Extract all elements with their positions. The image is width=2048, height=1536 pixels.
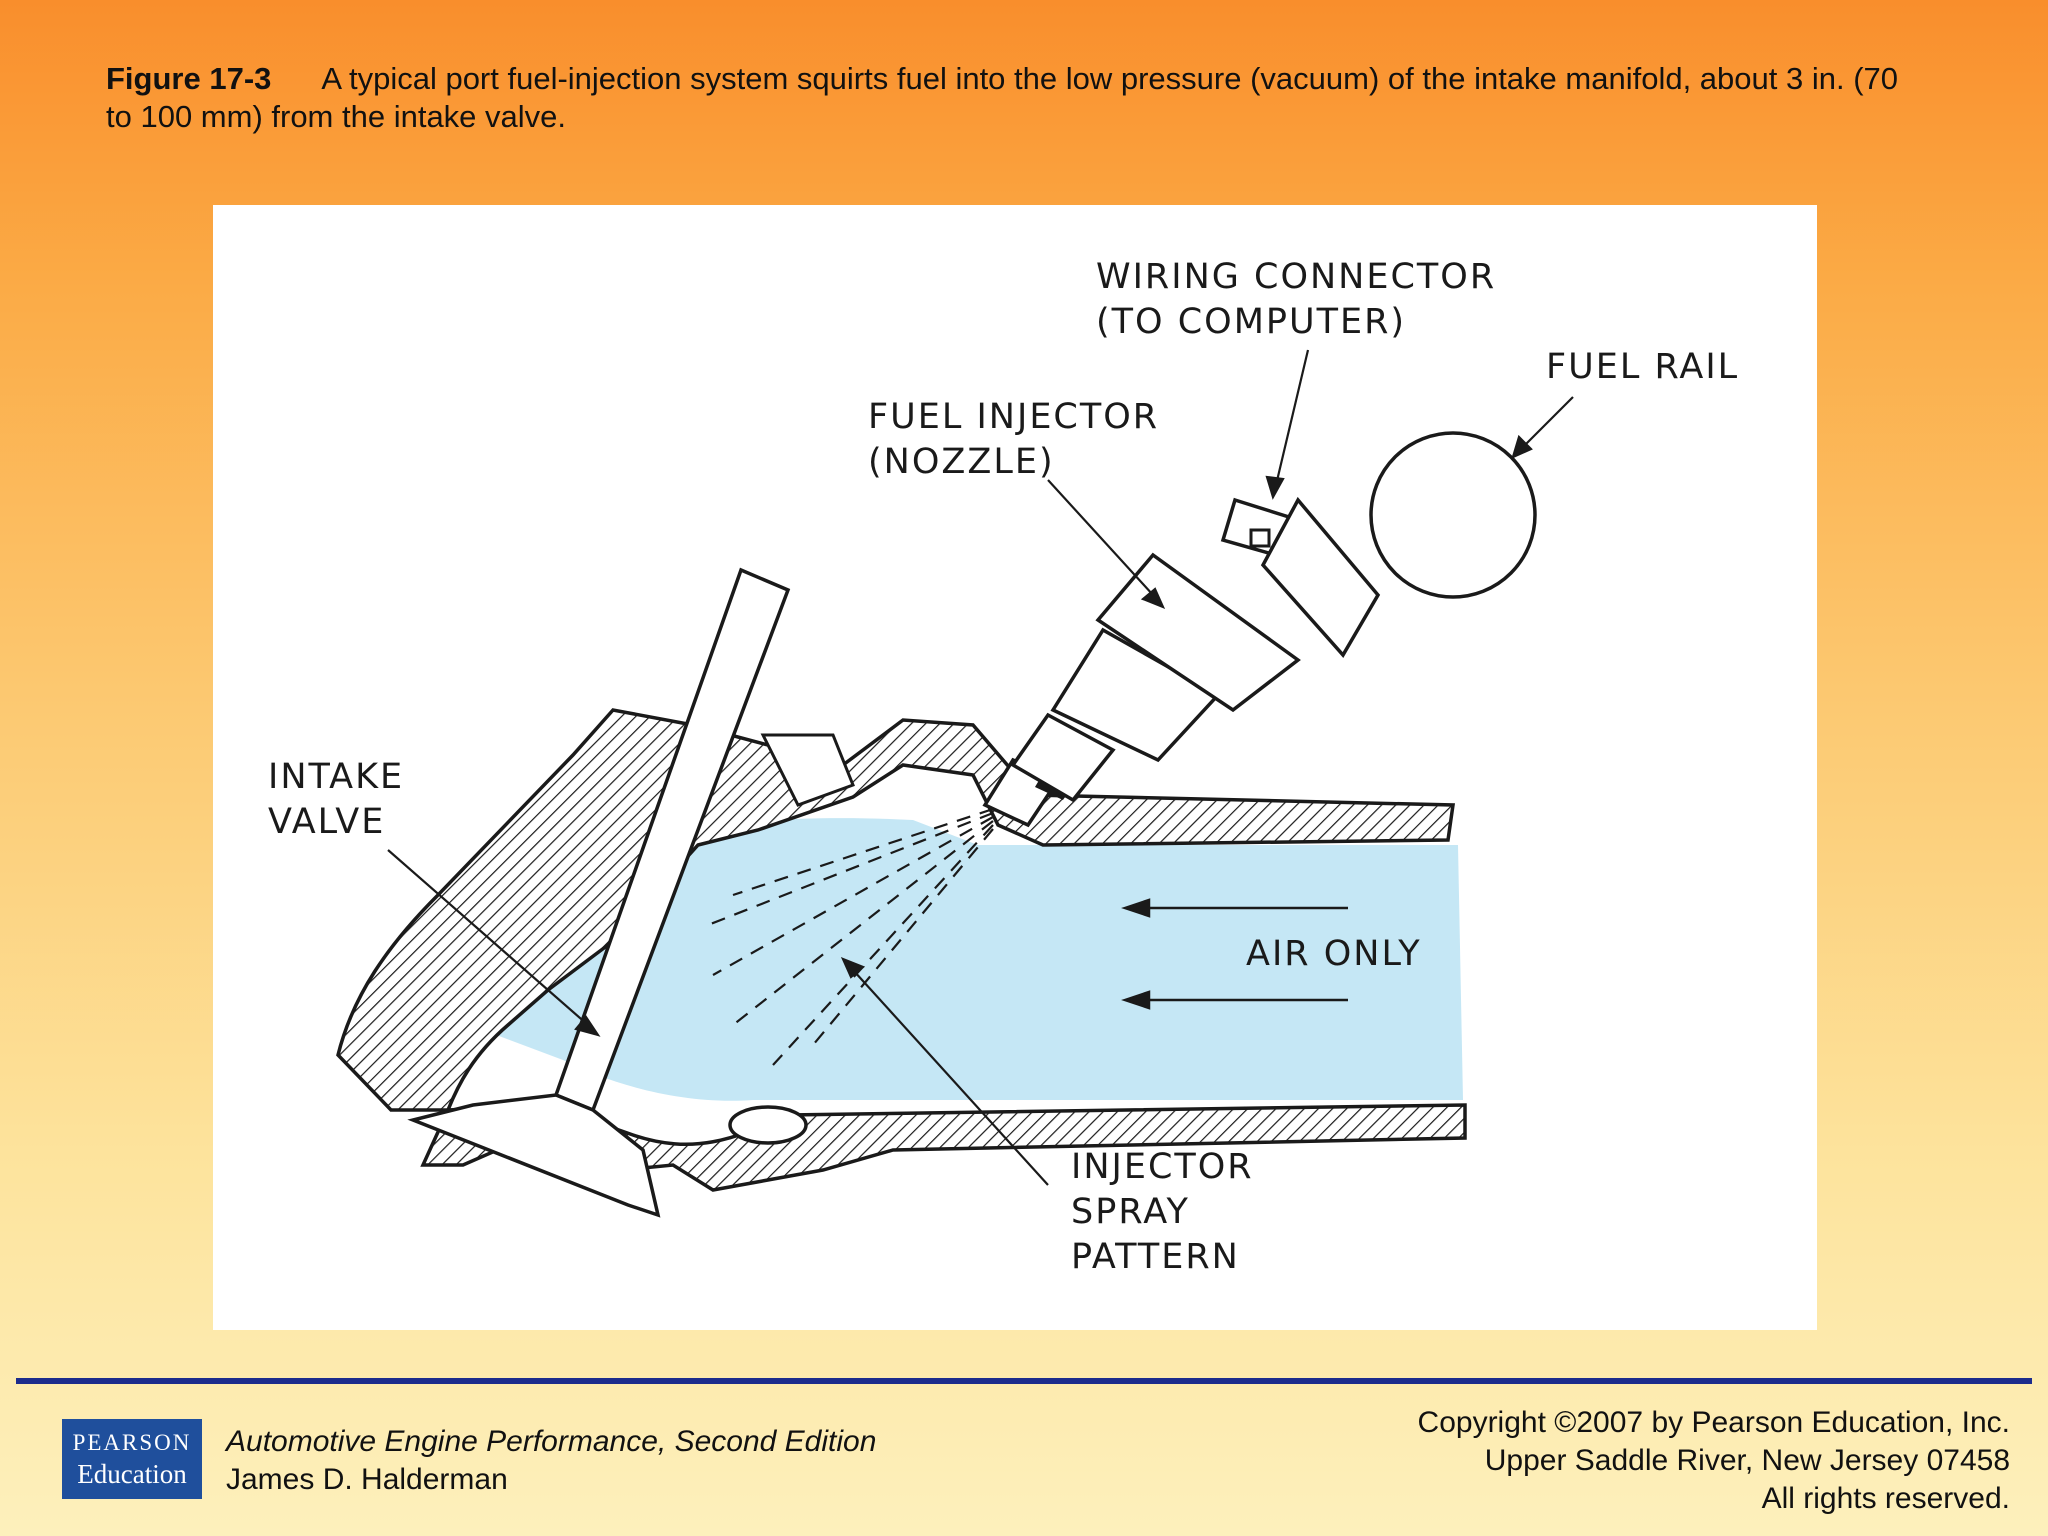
figure-panel: WIRING CONNECTOR (TO COMPUTER) FUEL RAIL… — [213, 205, 1817, 1330]
label-air-only: AIR ONLY — [1246, 934, 1422, 974]
valve-head — [407, 1093, 661, 1218]
label-intake-valve: INTAKE VALVE — [268, 757, 405, 842]
label-fuel-injector: FUEL INJECTOR (NOZZLE) — [868, 397, 1160, 482]
caption-text: A typical port fuel-injection system squ… — [106, 61, 1899, 134]
logo-line-2: Education — [77, 1459, 187, 1489]
pearson-education-logo: PEARSON Education — [62, 1419, 202, 1499]
air-flow-arrows — [1121, 898, 1348, 1010]
spray-pattern — [707, 807, 994, 1066]
upper-wall-cavity — [760, 733, 855, 807]
book-info: Automotive Engine Performance, Second Ed… — [226, 1423, 876, 1499]
book-author: James D. Halderman — [226, 1463, 508, 1496]
copyright-line-3: All rights reserved. — [1761, 1482, 2010, 1515]
upper-manifold-wall — [336, 708, 1456, 1112]
logo-line-1: PEARSON — [72, 1430, 192, 1455]
copyright-notice: Copyright ©2007 by Pearson Education, In… — [1418, 1404, 2010, 1518]
label-spray-pattern: INJECTOR SPRAY PATTERN — [1071, 1147, 1254, 1277]
intake-port-diagram — [336, 349, 1574, 1218]
connector-slot — [1249, 528, 1271, 548]
fuel-rail — [1369, 431, 1537, 599]
label-fuel-rail: FUEL RAIL — [1546, 347, 1740, 387]
fuel-rail-neck — [1260, 496, 1381, 658]
figure-number: Figure 17-3 — [106, 61, 272, 96]
footer-divider — [16, 1378, 2032, 1384]
air-passage — [483, 818, 1463, 1101]
leader-lines — [387, 349, 1574, 1186]
copyright-line-2: Upper Saddle River, New Jersey 07458 — [1484, 1444, 2010, 1477]
lower-wall-port-hole — [728, 1105, 808, 1145]
label-wiring-connector: WIRING CONNECTOR (TO COMPUTER) — [1096, 257, 1497, 342]
copyright-line-1: Copyright ©2007 by Pearson Education, In… — [1417, 1406, 2010, 1439]
book-title: Automotive Engine Performance, Second Ed… — [226, 1425, 877, 1458]
injector-lower-body — [1010, 712, 1116, 803]
